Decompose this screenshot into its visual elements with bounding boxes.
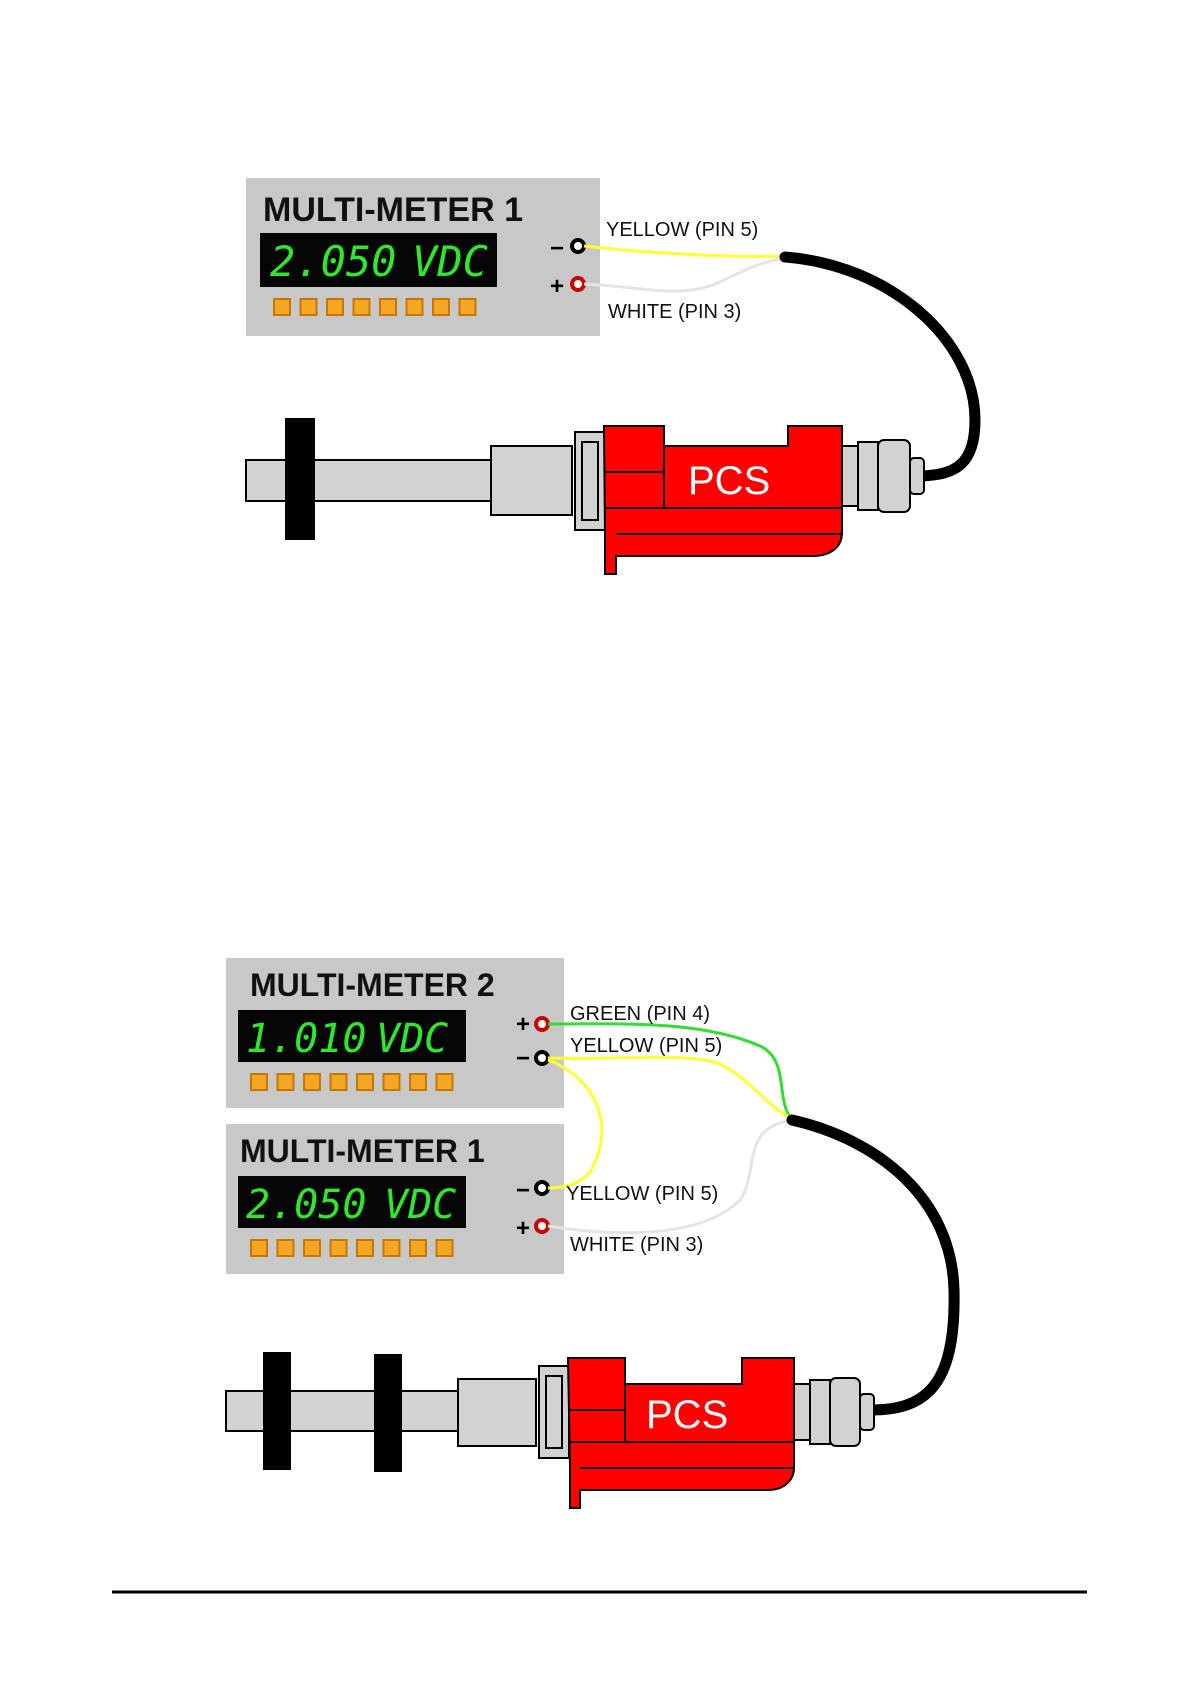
- meter-button: [437, 1240, 453, 1256]
- negative-terminal: [572, 240, 584, 252]
- meter1-negative-sign: −: [516, 1177, 530, 1204]
- hex-nut: [575, 432, 605, 530]
- meter-button: [278, 1074, 294, 1090]
- meter-button: [354, 299, 370, 315]
- meter-button: [410, 1074, 426, 1090]
- pcs-sensor: PCS: [568, 1358, 794, 1508]
- shaft-collar: [285, 418, 315, 540]
- meter-button: [251, 1074, 267, 1090]
- gland-nut: [858, 442, 878, 510]
- meter-button: [331, 1240, 347, 1256]
- negative-terminal-sign: −: [550, 235, 564, 262]
- lcd-reading: 2.050: [246, 1182, 366, 1228]
- positive-terminal: [572, 278, 584, 290]
- meter-button: [384, 1074, 400, 1090]
- sensor-label: PCS: [688, 459, 770, 503]
- bottom-multimeter-1: MULTI-METER 1 2.050 VDC: [226, 1124, 564, 1274]
- meter-button: [433, 299, 449, 315]
- meter-button: [304, 1240, 320, 1256]
- meter-button: [304, 1074, 320, 1090]
- cable-gland: [842, 440, 924, 512]
- meter1-negative-terminal: [536, 1182, 548, 1194]
- lcd-unit: VDC: [376, 1016, 448, 1062]
- top-wiring-diagram: MULTI-METER 1 2.050 VDC − + YELLOW (PIN …: [246, 178, 975, 574]
- meter1-positive-sign: +: [516, 1215, 530, 1242]
- sensor-cable: [792, 1120, 954, 1410]
- sensor-label: PCS: [646, 1393, 728, 1437]
- meter-button: [327, 299, 343, 315]
- meter-button: [357, 1240, 373, 1256]
- gland-nut: [810, 1380, 830, 1444]
- shaft: [246, 460, 491, 501]
- meter-button: [251, 1240, 267, 1256]
- meter-button: [460, 299, 476, 315]
- lcd-unit: VDC: [412, 237, 488, 286]
- meter-title: MULTI-METER 1: [263, 191, 523, 229]
- gland-base: [794, 1384, 810, 1440]
- white-wire-label: WHITE (PIN 3): [570, 1234, 703, 1256]
- shaft-collar-2: [374, 1354, 402, 1472]
- gland-tip: [860, 1394, 874, 1430]
- meter1-positive-terminal: [536, 1220, 548, 1232]
- meter-title: MULTI-METER 1: [240, 1133, 485, 1169]
- gland-base: [842, 446, 858, 506]
- meter-button: [380, 299, 396, 315]
- gland-tip: [910, 458, 924, 494]
- shaft-assembly: [226, 1352, 569, 1472]
- gland-body: [878, 440, 910, 512]
- cable-gland: [794, 1378, 874, 1446]
- meter-button: [384, 1240, 400, 1256]
- meter-button: [410, 1240, 426, 1256]
- meter-button: [301, 299, 317, 315]
- bottom-wiring-diagram: MULTI-METER 2 1.010 VDC MULTI-METER 1 2.…: [226, 958, 954, 1508]
- lcd-unit: VDC: [384, 1182, 456, 1228]
- shaft: [226, 1391, 458, 1431]
- pcs-sensor: PCS: [604, 426, 842, 574]
- positive-terminal-sign: +: [550, 273, 564, 300]
- meter2-positive-terminal: [536, 1018, 548, 1030]
- meter2-positive-sign: +: [516, 1011, 530, 1038]
- meter2-negative-sign: −: [516, 1045, 530, 1072]
- top-multimeter-1: MULTI-METER 1 2.050 VDC: [246, 178, 600, 336]
- green-wire-label: GREEN (PIN 4): [570, 1003, 710, 1025]
- bottom-multimeter-2: MULTI-METER 2 1.010 VDC: [226, 958, 564, 1108]
- white-wire: [584, 258, 785, 291]
- meter2-negative-terminal: [536, 1052, 548, 1064]
- meter-button: [357, 1074, 373, 1090]
- yellow-wire: [584, 246, 785, 256]
- shaft-collar-1: [263, 1352, 291, 1470]
- meter-button: [437, 1074, 453, 1090]
- hex-nut: [539, 1366, 569, 1458]
- gland-body: [830, 1378, 860, 1446]
- lcd-reading: 2.050: [270, 237, 396, 286]
- yellow-wire-label: YELLOW (PIN 5): [606, 219, 758, 241]
- meter-button: [274, 299, 290, 315]
- meter-button: [278, 1240, 294, 1256]
- yellow-wire-label-upper: YELLOW (PIN 5): [570, 1035, 722, 1057]
- white-wire-label: WHITE (PIN 3): [608, 301, 741, 323]
- meter-button: [407, 299, 423, 315]
- shaft-assembly: [246, 418, 605, 540]
- yellow-wire-upper: [548, 1057, 792, 1118]
- lcd-reading: 1.010: [246, 1016, 366, 1062]
- yellow-wire-label-lower: YELLOW (PIN 5): [566, 1183, 718, 1205]
- meter-title: MULTI-METER 2: [250, 967, 495, 1003]
- shaft-adapter: [491, 446, 572, 515]
- shaft-adapter: [458, 1379, 536, 1446]
- meter-button: [331, 1074, 347, 1090]
